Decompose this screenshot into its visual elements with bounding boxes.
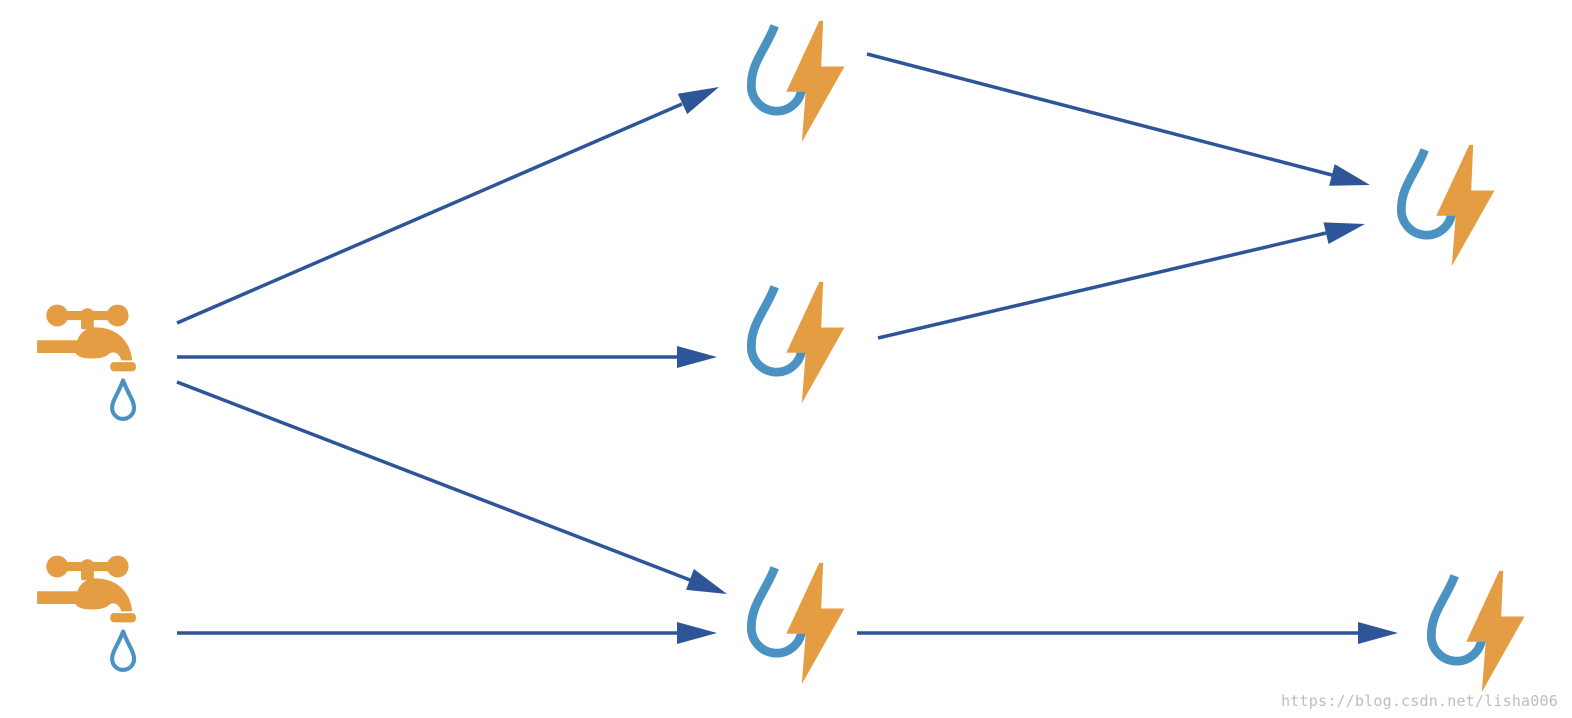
- water-lightning-icon: [751, 563, 844, 684]
- water-lightning-icon: [1401, 145, 1494, 266]
- arrow-tap1-to-node-bottom-middle: [176, 380, 727, 594]
- arrow-tap1-to-node-center-middle: [177, 346, 717, 368]
- arrow-node-center-middle-to-node-right-upper: [877, 222, 1365, 340]
- water-lightning-icon: [1431, 571, 1524, 692]
- arrow-tap2-to-node-bottom-middle: [177, 622, 717, 644]
- arrow-node-bottom-middle-to-node-right-lower: [857, 622, 1398, 644]
- tap-icon: [37, 556, 136, 670]
- sources: [37, 305, 136, 670]
- arrow-node-top-middle-to-node-right-upper: [866, 52, 1370, 186]
- arrow-tap1-to-node-top-middle: [176, 87, 719, 325]
- nodes: [751, 21, 1524, 692]
- water-lightning-icon: [751, 282, 844, 403]
- watermark-url: https://blog.csdn.net/lisha006: [1281, 692, 1558, 710]
- arrows: [176, 52, 1398, 644]
- water-lightning-icon: [751, 21, 844, 142]
- tap-icon: [37, 305, 136, 419]
